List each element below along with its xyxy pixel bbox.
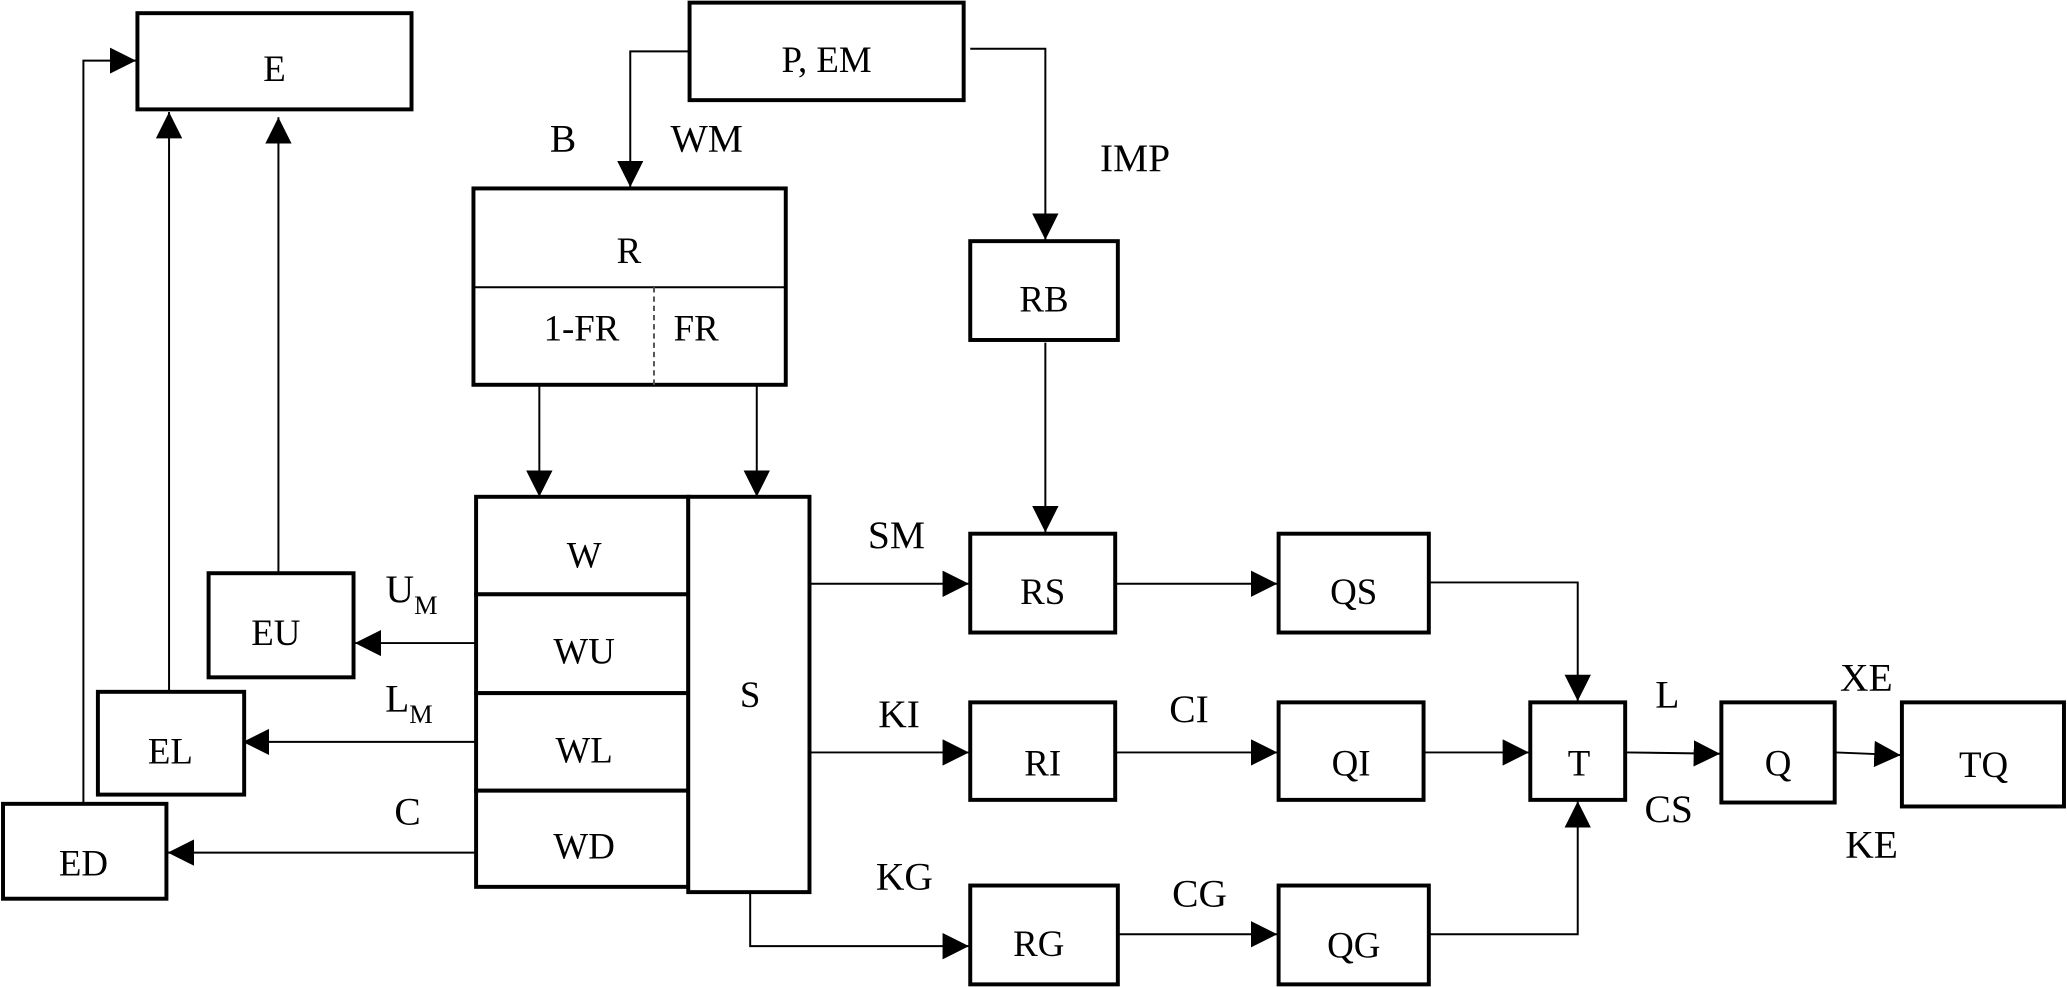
node-w-label: W xyxy=(567,534,602,575)
node-eu-label: EU xyxy=(251,612,300,653)
node-el[interactable]: EL xyxy=(95,689,247,797)
label-b: B xyxy=(550,116,576,160)
node-e-label: E xyxy=(263,48,286,89)
node-q[interactable]: Q xyxy=(1719,700,1837,805)
node-r-label: R xyxy=(617,230,642,271)
edge-qs-to-t xyxy=(1430,581,1591,702)
edge-pem-to-rb xyxy=(970,47,1059,240)
node-ri[interactable]: RI xyxy=(968,700,1118,802)
label-kg: KG xyxy=(876,854,933,898)
node-p-em-label: P, EM xyxy=(782,39,872,80)
node-qs-label: QS xyxy=(1330,571,1377,612)
node-r-fr-label: FR xyxy=(674,308,720,349)
node-q-label: Q xyxy=(1765,742,1792,783)
edge-ed-to-e xyxy=(82,47,137,804)
edge-pem-to-r xyxy=(617,50,690,188)
label-xe: XE xyxy=(1840,655,1893,699)
node-rs[interactable]: RS xyxy=(968,531,1118,635)
node-ed-label: ED xyxy=(59,843,108,884)
label-ki: KI xyxy=(878,692,920,736)
node-rb-label: RB xyxy=(1019,279,1068,320)
node-el-label: EL xyxy=(148,731,193,772)
label-um-main: U xyxy=(386,567,415,611)
node-w-stack: W WU WL WD xyxy=(474,494,691,889)
node-wu[interactable]: WU xyxy=(474,592,691,696)
node-p-em[interactable]: P, EM xyxy=(687,0,966,103)
label-um-sub: M xyxy=(414,590,437,619)
node-r[interactable]: R 1-FR FR xyxy=(471,186,788,387)
node-tq-label: TQ xyxy=(1959,744,2008,785)
node-qi-label: QI xyxy=(1332,742,1371,783)
edge-labels: B WM IMP UM LM C SM KI CI KG CG L CS XE … xyxy=(385,116,1898,915)
node-wl-label: WL xyxy=(555,729,612,770)
label-l: L xyxy=(1655,672,1679,716)
edges xyxy=(82,47,1901,960)
edge-qg-to-t xyxy=(1430,801,1591,936)
node-s-label: S xyxy=(740,674,761,715)
node-tq[interactable]: TQ xyxy=(1899,700,2066,809)
label-ci: CI xyxy=(1169,687,1209,731)
node-qg-label: QG xyxy=(1327,924,1380,965)
edge-q-to-tq xyxy=(1835,740,1901,768)
edge-t-to-q xyxy=(1626,740,1721,767)
node-wl[interactable]: WL xyxy=(474,691,691,793)
label-lm-main: L xyxy=(385,676,409,720)
label-ke: KE xyxy=(1845,823,1898,867)
label-um: UM xyxy=(386,567,438,619)
node-t[interactable]: T xyxy=(1528,700,1628,802)
label-cs: CS xyxy=(1644,787,1692,831)
node-r-1-fr-label: 1-FR xyxy=(544,308,620,349)
node-ri-label: RI xyxy=(1024,742,1061,783)
node-rg-label: RG xyxy=(1013,923,1064,964)
node-s[interactable]: S xyxy=(686,494,812,895)
label-c: C xyxy=(394,790,420,834)
node-rg[interactable]: RG xyxy=(968,883,1120,987)
label-sm: SM xyxy=(868,513,925,557)
node-qg[interactable]: QG xyxy=(1276,883,1431,987)
node-qi[interactable]: QI xyxy=(1276,700,1426,802)
label-imp: IMP xyxy=(1100,136,1170,180)
label-cg: CG xyxy=(1172,871,1227,915)
label-wm: WM xyxy=(670,116,742,160)
node-rb[interactable]: RB xyxy=(968,239,1120,342)
node-wd-label: WD xyxy=(553,825,614,866)
node-wu-label: WU xyxy=(553,630,614,671)
node-eu[interactable]: EU xyxy=(206,571,356,680)
edge-s-to-rg xyxy=(749,893,969,960)
node-t-label: T xyxy=(1568,742,1591,783)
node-ed[interactable]: ED xyxy=(1,801,169,901)
label-lm-sub: M xyxy=(409,700,432,729)
node-rs-label: RS xyxy=(1020,571,1065,612)
node-wd[interactable]: WD xyxy=(474,788,691,889)
label-lm: LM xyxy=(385,676,433,728)
node-e[interactable]: E xyxy=(135,11,414,112)
node-w[interactable]: W xyxy=(474,494,691,597)
node-qs[interactable]: QS xyxy=(1276,531,1431,635)
